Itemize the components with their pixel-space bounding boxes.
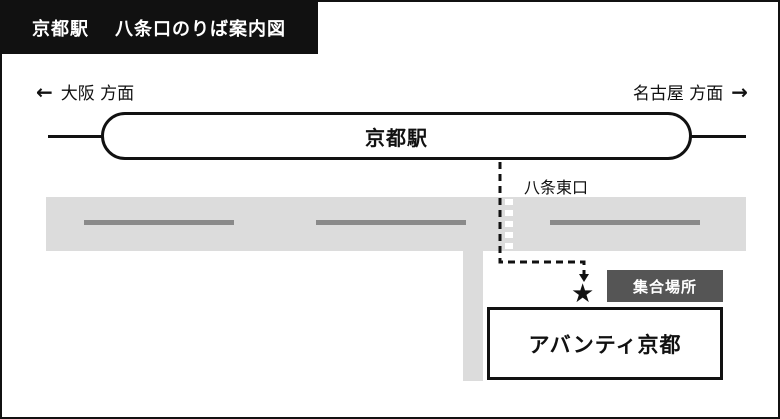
building-name: アバンティ京都 xyxy=(528,332,682,357)
direction-osaka: ← 大阪 方面 xyxy=(36,79,134,104)
title-station: 京都駅 xyxy=(32,19,89,40)
avanti-kyoto-building: アバンティ京都 xyxy=(487,307,723,380)
exit-label: 八条東口 xyxy=(524,178,589,197)
station-name: 京都駅 xyxy=(365,125,428,150)
star-icon: ★ xyxy=(571,279,595,309)
side-road xyxy=(463,251,483,381)
kyoto-station-building: 京都駅 xyxy=(101,112,692,160)
lane-marking xyxy=(316,220,466,225)
arrow-right-icon: → xyxy=(731,80,748,104)
crosswalk xyxy=(505,199,513,249)
direction-nagoya-label: 名古屋 方面 xyxy=(632,84,724,104)
railway-line-east xyxy=(688,135,746,138)
route-arrowhead xyxy=(579,274,589,282)
map-title-bar: 京都駅 八条口のりば案内図 xyxy=(2,2,318,54)
lane-marking xyxy=(84,220,234,225)
arrow-left-icon: ← xyxy=(36,80,53,104)
railway-line-west xyxy=(48,135,106,138)
direction-nagoya: 名古屋 方面 → xyxy=(633,79,748,104)
direction-osaka-label: 大阪 方面 xyxy=(60,84,135,104)
meeting-point-badge: 集合場所 xyxy=(607,270,723,302)
title-subtitle: 八条口のりば案内図 xyxy=(115,19,286,40)
route-dashed-line xyxy=(498,162,586,274)
lane-marking xyxy=(550,220,700,225)
meeting-point-label: 集合場所 xyxy=(632,277,697,296)
